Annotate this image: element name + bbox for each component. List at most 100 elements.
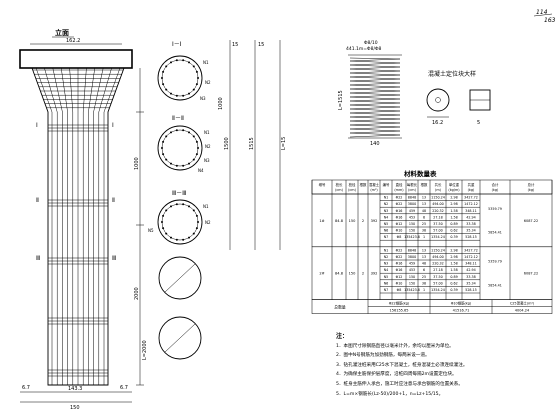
table-header-cell: 桩径 (349, 182, 356, 187)
table-header-cell: (cm) (335, 188, 343, 192)
note-6: 5．L=m×钢筋长(Lz-50)/200+1，n=Lz+15/15。 (336, 391, 444, 397)
table-cell: 57.00 (433, 281, 442, 285)
flare-bar (60, 67, 68, 113)
notes-title: 注： (336, 333, 349, 340)
hoop-detail-1 (158, 256, 202, 300)
rebar-dot (188, 236, 190, 239)
table-cell: N4 (384, 215, 389, 219)
table-subtotal: 5854.41 (488, 231, 502, 235)
table-cell: 528.15 (465, 288, 477, 292)
table-cell: 84.8 (335, 219, 344, 223)
side-dim-f: 1000 (218, 97, 224, 110)
table-subtotal: 5359.79 (488, 260, 502, 264)
table-header-cell: (cm) (408, 188, 416, 192)
sec2-label-b: N2 (205, 144, 211, 149)
table-cell: Φ22 (396, 202, 403, 206)
dim-body-width: 143.3 (68, 386, 82, 392)
table-cell: 135423.6 (404, 288, 420, 292)
table-cell: 135423.6 (404, 235, 420, 239)
table-header-cell: 桩长 (336, 182, 343, 187)
table-cell: 1.58 (450, 262, 457, 266)
section-3-title: Ⅲ－Ⅲ (172, 190, 186, 197)
table-footer-label: 总数量 (334, 305, 346, 310)
table-cell: 0.89 (450, 222, 457, 226)
table-header-cell: (cm) (348, 188, 356, 192)
table-cell: 0.62 (450, 281, 457, 285)
rebar-dot (165, 135, 168, 138)
sec2-label-a: N1 (204, 130, 210, 135)
flare-bar (98, 67, 112, 113)
table-footer-value: 4004.24 (515, 309, 530, 313)
rebar-dot (197, 147, 199, 149)
detail-title: 混凝土定位块大样 (428, 70, 476, 78)
rebar-dot (175, 203, 178, 206)
table-cell: 2.98 (450, 196, 457, 200)
rebar-dot (161, 221, 163, 223)
table-footer-cell: C25混凝土(m³) (510, 301, 535, 306)
rebar-dot (170, 131, 172, 134)
side-dim-a: 15 (232, 42, 238, 48)
elevation-title: 立面 (55, 28, 69, 37)
table-cell: 3800 (408, 202, 416, 206)
side-dimensions: 15 1500 L=15 1515 15 1000 (218, 40, 287, 250)
table-cell: Φ22 (396, 248, 403, 252)
rebar-dot (188, 61, 190, 64)
flare-bar (82, 67, 87, 113)
table-cell: 84.8 (335, 272, 344, 276)
table-cell: Φ12 (396, 275, 403, 279)
side-dim-c: L=15 (281, 137, 287, 150)
table-header-cell: (kg) (528, 188, 535, 192)
table-cell: 57.00 (433, 229, 442, 233)
note-2: 2．图中N号钢筋为加劲钢筋，每两米设一道。 (336, 353, 430, 359)
table-cell: 6 (423, 268, 425, 272)
table-cell: N2 (384, 202, 389, 206)
section-1: Ⅰ－Ⅰ N1 N2 N3 (157, 41, 211, 101)
table-cell: 1.58 (450, 215, 457, 219)
table-cell: 33.38 (466, 275, 475, 279)
mark-3-left: Ⅲ (36, 255, 40, 262)
table-cell: Φ16 (396, 262, 403, 266)
rebar-dot (188, 92, 190, 95)
table-cell: 25 (422, 222, 426, 226)
table-header-cell: (m³) (370, 188, 378, 192)
rebar-dot (170, 92, 172, 95)
table-cell: Φ16 (396, 268, 403, 272)
table-header-cell: 共重 (468, 182, 475, 187)
rebar-dot (195, 70, 198, 73)
rebar-dot (192, 209, 195, 212)
rebar-dot (188, 162, 190, 165)
sec1-label-a: N1 (203, 60, 209, 65)
mark-3-right: Ⅲ (112, 255, 116, 262)
rebar-dot (182, 59, 185, 62)
table-cell: 494.00 (432, 255, 444, 259)
rebar-dot (175, 129, 178, 132)
table-cell: 2.98 (450, 255, 457, 259)
table-header-cell: (kg/m) (448, 188, 460, 192)
rebar-dot (162, 227, 165, 230)
table-cell: 1 (423, 235, 425, 239)
rebar-dot (162, 140, 165, 143)
section-1-title: Ⅰ－Ⅰ (172, 41, 182, 48)
table-cell: 1 (423, 288, 425, 292)
table-cell: 8848 (408, 196, 416, 200)
mark-2-right: Ⅱ (112, 197, 115, 204)
rebar-dot (175, 238, 178, 241)
table-cell: 150 (349, 272, 357, 276)
rebar-dot (170, 162, 172, 165)
rebar-dot (165, 65, 168, 68)
table-header-cell: 合计 (492, 182, 499, 187)
spiral-width: 140 (370, 141, 380, 147)
rebar-dot (165, 209, 168, 212)
table-cell: N1 (384, 196, 389, 200)
material-table: 材料数量表 墩号桩长(cm)桩径(cm)根数混凝土(m³)编号直径(mm)每根长… (311, 169, 553, 314)
rebar-dot (192, 135, 195, 138)
spiral-path (349, 57, 401, 138)
spiral-detail: Φ8/10 441.1m=Φ8/Φ8 140 L=1515 (338, 40, 402, 147)
rebar-dot (162, 70, 165, 73)
mark-1-left: Ⅰ (36, 122, 38, 129)
table-cell: 37.50 (433, 275, 442, 279)
rebar-dot (170, 236, 172, 239)
table-cell: Φ10 (396, 281, 403, 285)
spacer-detail: 混凝土定位块大样 16.2 5 (426, 70, 491, 126)
table-cell: 1150.24 (431, 248, 445, 252)
